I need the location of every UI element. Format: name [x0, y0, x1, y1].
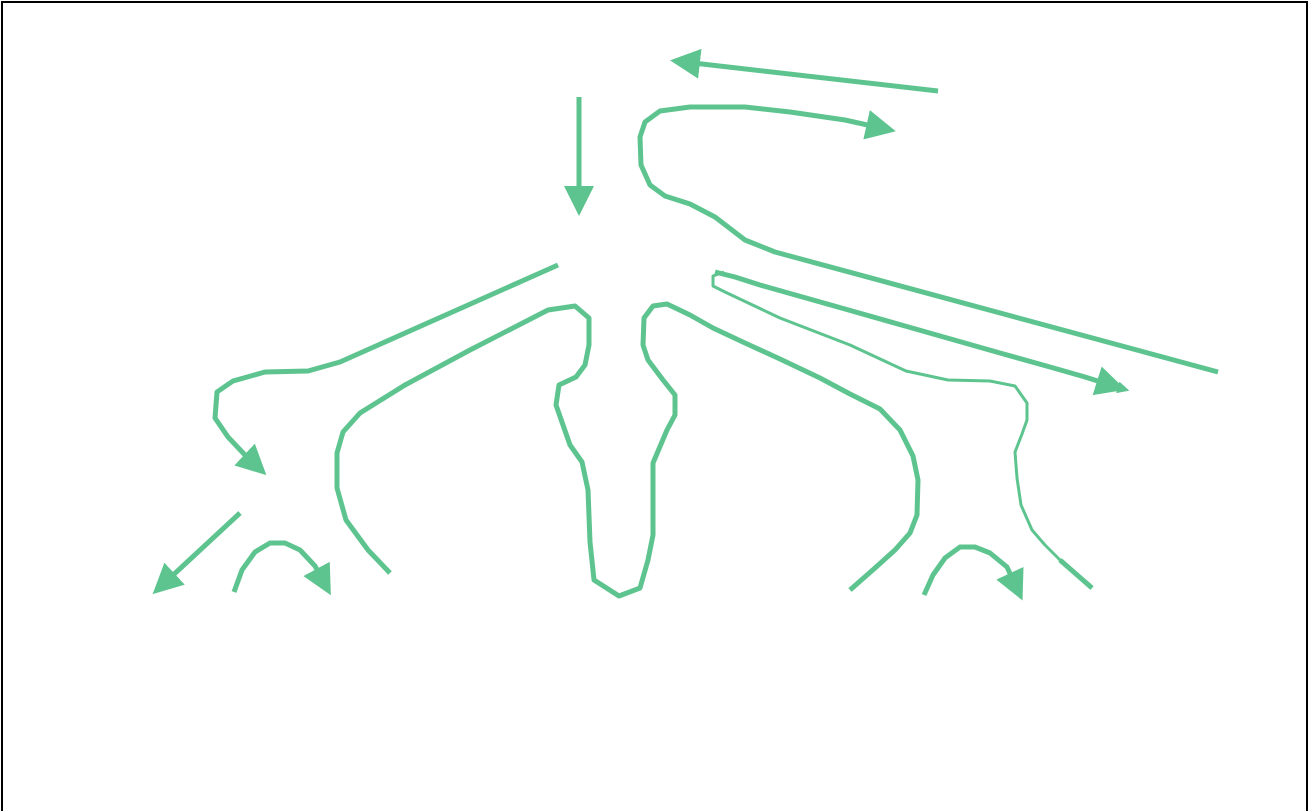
top-return-arrow: [676, 61, 938, 91]
right-small-hook-arrow: [924, 547, 1020, 595]
left-lower-diagonal-arrow: [157, 513, 240, 590]
right-outer-curve: [1060, 560, 1092, 588]
left-small-hook-arrow: [234, 543, 328, 592]
right-long-return-arrow: [1085, 378, 1127, 390]
left-inner-loop-curve: [337, 304, 918, 596]
left-long-branch-arrow: [215, 265, 558, 471]
